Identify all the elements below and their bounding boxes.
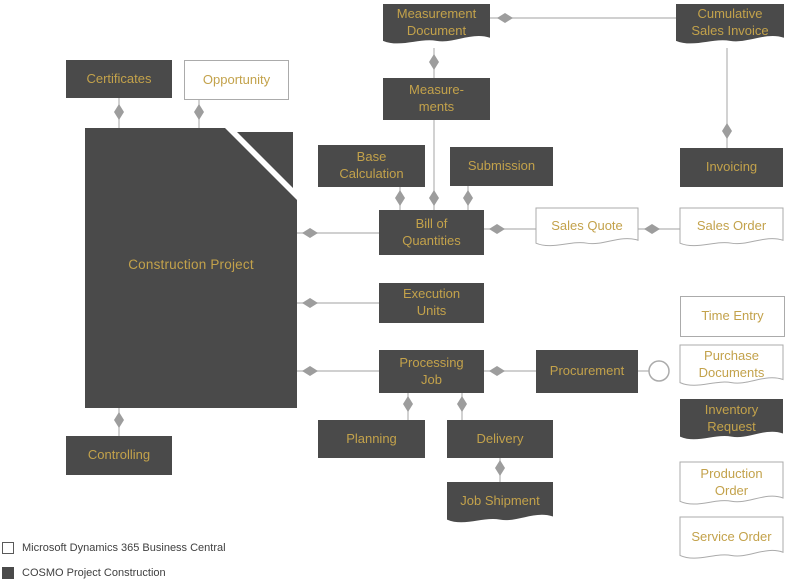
node-certificates: Certificates — [66, 60, 172, 98]
node-label: Construction Project — [128, 256, 254, 272]
node-sales-order: Sales Order — [680, 208, 783, 251]
legend-label-business-central: Microsoft Dynamics 365 Business Central — [22, 542, 226, 554]
node-label: Submission — [467, 158, 536, 174]
document-shape — [676, 4, 784, 44]
node-label: Invoicing — [705, 159, 758, 175]
node-label: Procurement — [549, 363, 625, 379]
node-measurement-document: Measurement Document — [383, 4, 490, 49]
node-production-order: Production Order — [680, 462, 783, 510]
node-label: Sales Quote — [551, 217, 623, 233]
node-construction-project: Construction Project — [85, 128, 297, 408]
document-shape — [680, 462, 783, 510]
document-shape — [680, 208, 783, 251]
node-label: Base Calculation — [339, 149, 404, 181]
legend-swatch-cosmo — [2, 567, 14, 579]
node-purchase-documents: Purchase Documents — [680, 345, 783, 391]
document-shape — [447, 482, 553, 523]
node-measurements: Measure- ments — [383, 78, 490, 120]
node-label: Controlling — [87, 447, 151, 463]
document-shape — [680, 345, 783, 391]
node-procurement: Procurement — [536, 350, 638, 393]
node-label: Inventory Request — [704, 401, 759, 434]
node-label: Delivery — [476, 430, 524, 446]
node-cumulative-sales-invoice: Cumulative Sales Invoice — [676, 4, 784, 49]
node-label: Measure- ments — [409, 82, 464, 114]
node-delivery: Delivery — [447, 420, 553, 458]
node-service-order: Service Order — [680, 517, 783, 564]
node-label: Processing Job — [399, 354, 464, 387]
node-label: Opportunity — [202, 71, 271, 87]
document-shape — [383, 4, 490, 44]
document-shape — [536, 208, 638, 251]
node-label: Job Shipment — [460, 493, 540, 509]
node-label: Planning — [346, 430, 397, 446]
connector-diamonds — [114, 13, 732, 476]
node-sales-quote: Sales Quote — [536, 208, 638, 251]
legend-label-cosmo: COSMO Project Construction — [22, 567, 166, 579]
node-planning: Planning — [318, 420, 425, 458]
node-controlling: Controlling — [66, 436, 172, 475]
node-label: Service Order — [691, 528, 772, 544]
node-processing-job: Processing Job — [379, 350, 484, 393]
legend-item-cosmo: COSMO Project Construction — [2, 566, 166, 580]
node-opportunity: Opportunity — [184, 60, 289, 100]
document-shape — [680, 517, 783, 564]
node-inventory-request: Inventory Request — [680, 399, 783, 445]
legend-item-business-central: Microsoft Dynamics 365 Business Central — [2, 541, 226, 555]
node-invoicing: Invoicing — [680, 148, 783, 187]
node-label: Purchase Documents — [698, 347, 765, 380]
folded-corner-icon — [237, 132, 293, 188]
node-label: Measurement Document — [396, 6, 477, 38]
node-time-entry: Time Entry — [680, 296, 785, 337]
node-job-shipment: Job Shipment — [447, 482, 553, 528]
node-label: Sales Order — [696, 217, 767, 233]
document-shape — [680, 399, 783, 440]
node-submission: Submission — [450, 147, 553, 186]
page-folded-corner-shape — [85, 128, 297, 408]
node-label: Bill of Quantities — [402, 215, 461, 248]
connector-circle — [648, 360, 670, 382]
node-label: Certificates — [86, 70, 152, 86]
node-label: Production Order — [700, 465, 763, 498]
node-execution-units: Execution Units — [379, 283, 484, 323]
legend-swatch-business-central — [2, 542, 14, 554]
node-bill-of-quantities: Bill of Quantities — [379, 210, 484, 255]
node-label: Execution Units — [402, 286, 461, 318]
node-base-calculation: Base Calculation — [318, 145, 425, 187]
node-label: Time Entry — [701, 308, 764, 324]
node-label: Cumulative Sales Invoice — [691, 6, 769, 38]
